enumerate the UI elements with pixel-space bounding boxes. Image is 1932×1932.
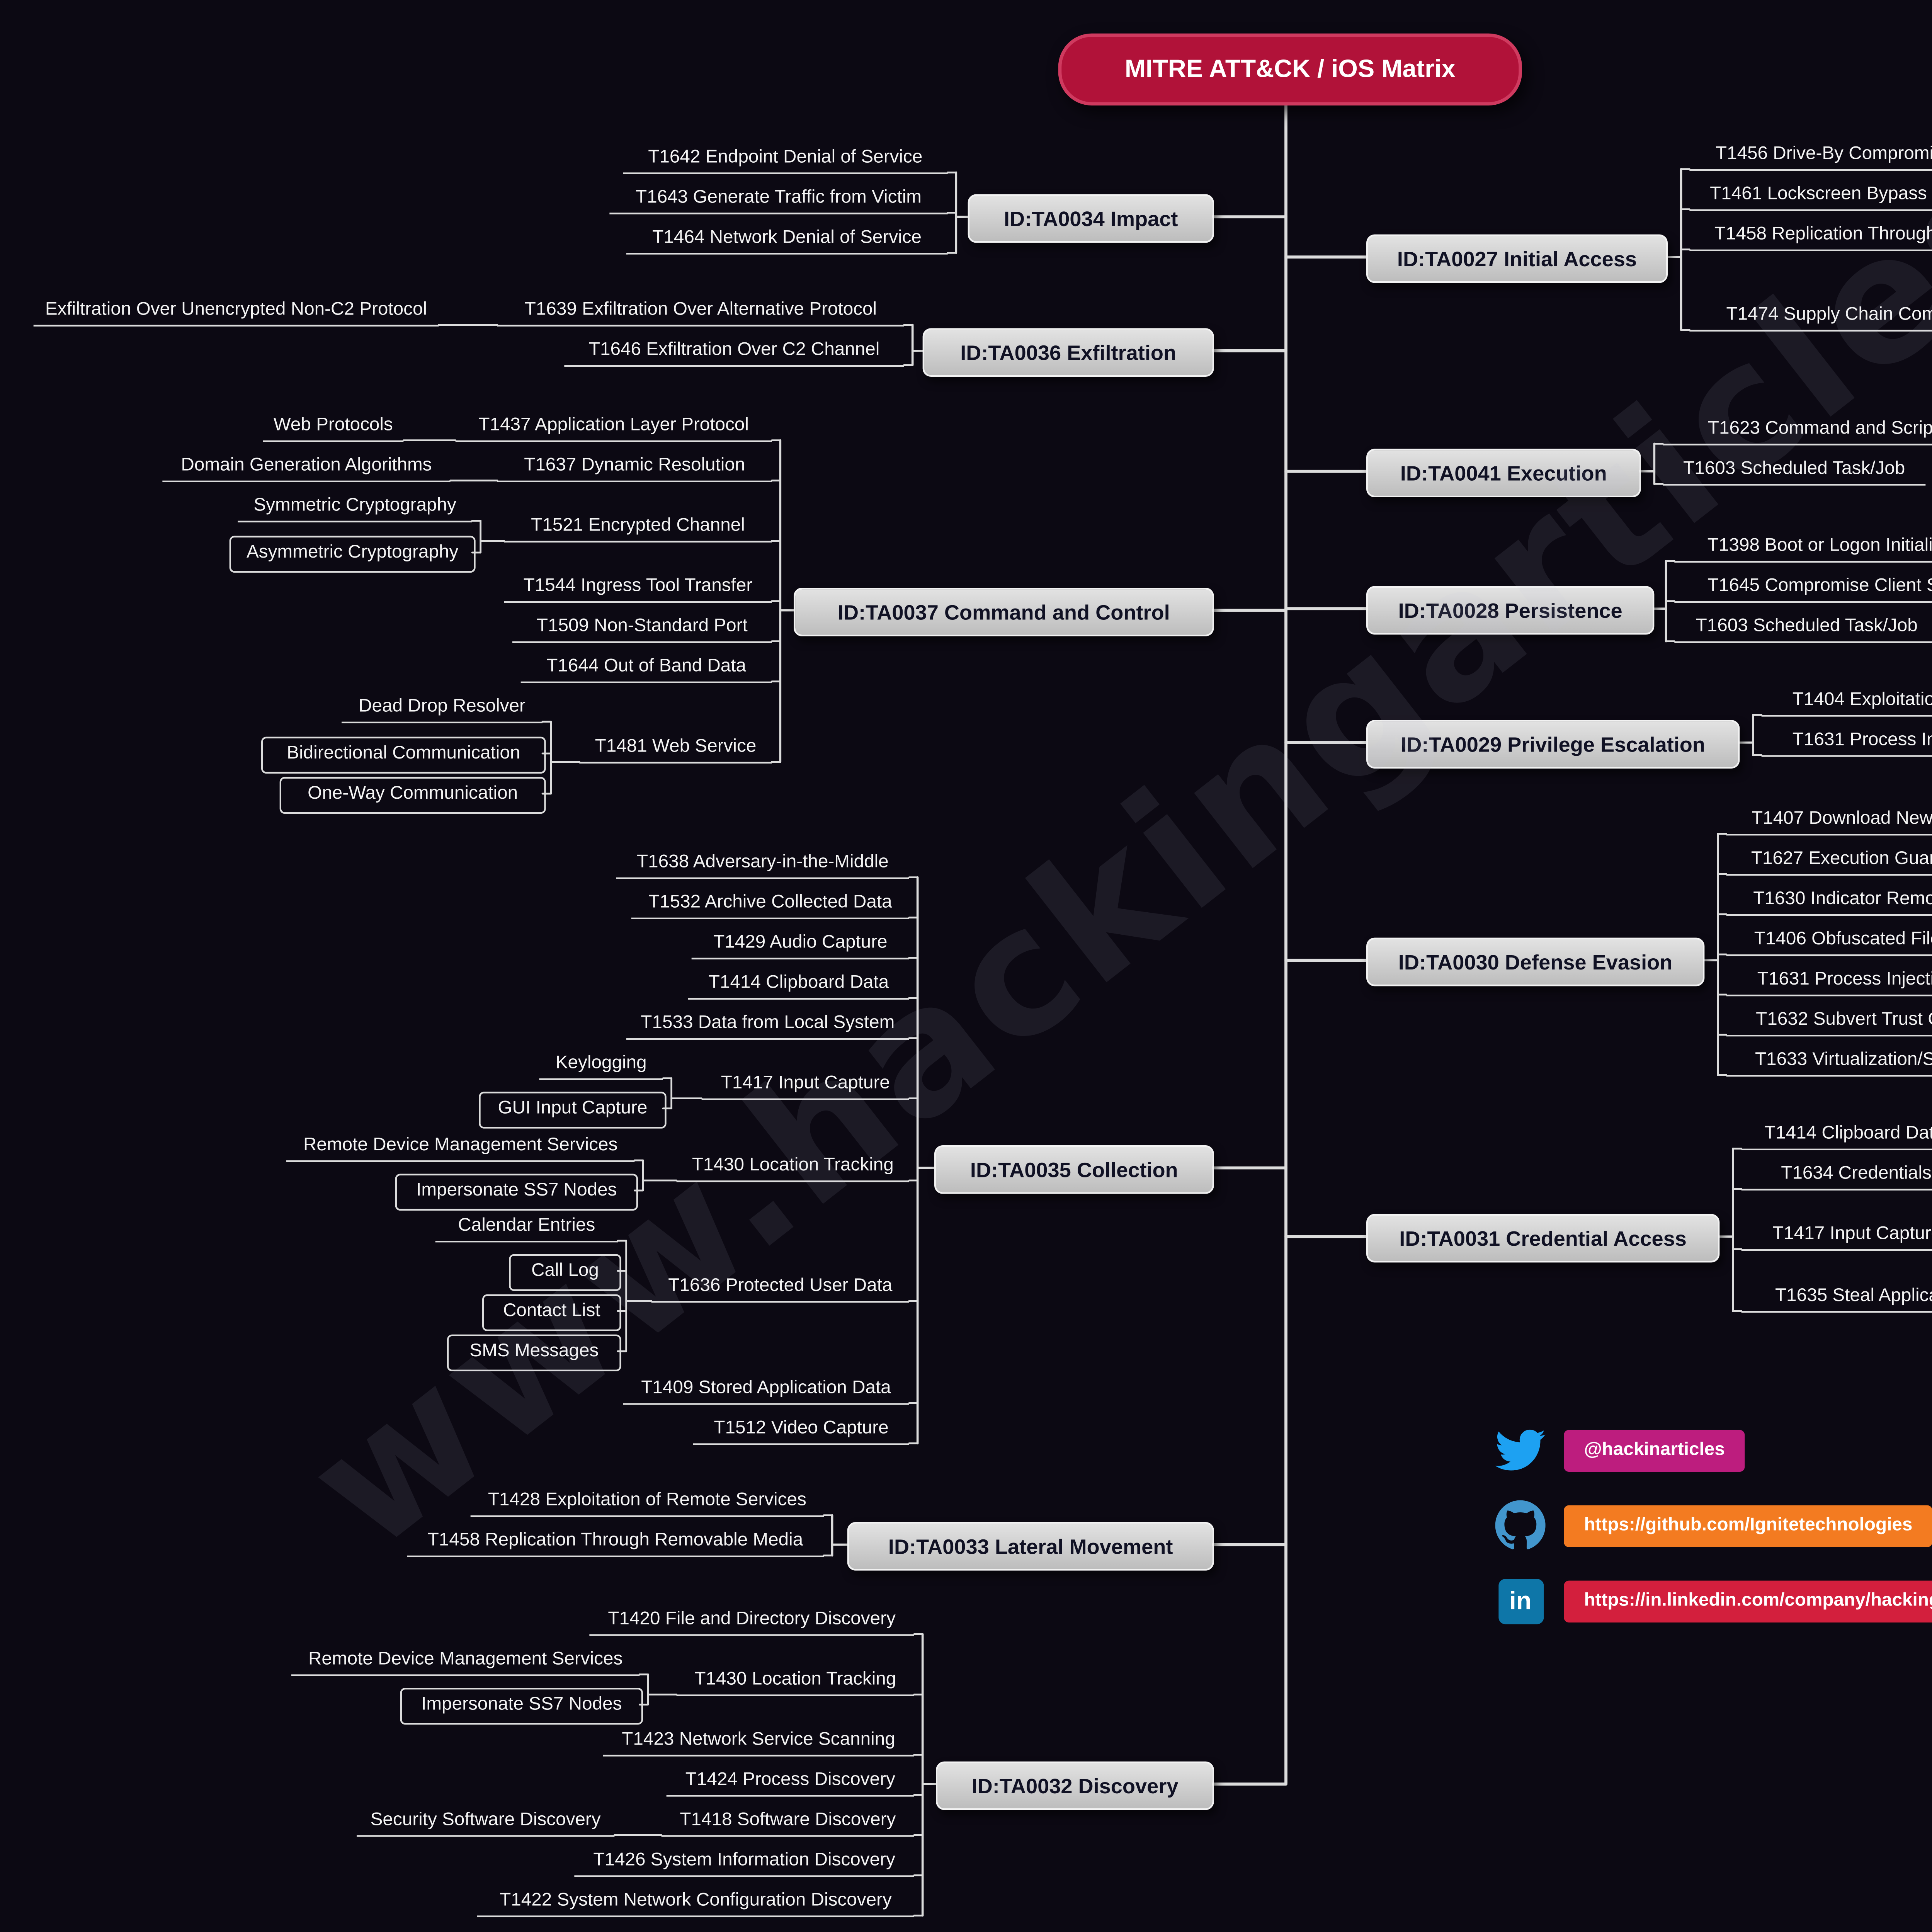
technique-node[interactable]: T1430 Location Tracking <box>676 1152 909 1182</box>
linkedin-icon[interactable]: in <box>1495 1576 1546 1626</box>
github-badge[interactable]: https://github.com/Ignitetechnologies <box>1564 1504 1932 1546</box>
github-row: https://github.com/Ignitetechnologies <box>1495 1500 1932 1551</box>
technique-node[interactable]: T1645 Compromise Client Software Binary <box>1674 573 1932 603</box>
twitter-badge[interactable]: @hackinarticles <box>1564 1429 1745 1471</box>
technique-node[interactable]: T1639 Exfiltration Over Alternative Prot… <box>497 296 904 327</box>
technique-node[interactable]: T1456 Drive-By Compromise <box>1689 141 1932 171</box>
linkedin-badge[interactable]: https://in.linkedin.com/company/hackinga… <box>1564 1580 1932 1622</box>
subtechnique-node[interactable]: Impersonate SS7 Nodes <box>395 1173 638 1211</box>
technique-node[interactable]: T1428 Exploitation of Remote Services <box>470 1487 824 1517</box>
map-title: MITRE ATT&CK / iOS Matrix <box>1124 55 1456 84</box>
technique-node[interactable]: T1544 Ingress Tool Transfer <box>504 573 772 603</box>
subtechnique-node[interactable]: Domain Generation Algorithms <box>162 452 451 482</box>
technique-node[interactable]: T1420 File and Directory Discovery <box>589 1606 914 1636</box>
technique-node[interactable]: T1637 Dynamic Resolution <box>497 452 772 482</box>
technique-node[interactable]: T1406 Obfuscated Files or Information <box>1726 926 1932 956</box>
tactic-node-TA0036[interactable]: ID:TA0036 Exfiltration <box>922 328 1214 377</box>
subtechnique-node[interactable]: Asymmetric Cryptography <box>229 536 476 573</box>
technique-node[interactable]: T1461 Lockscreen Bypass <box>1689 181 1932 211</box>
technique-node[interactable]: T1532 Archive Collected Data <box>631 889 909 919</box>
technique-node[interactable]: T1643 Generate Traffic from Victim <box>609 184 948 214</box>
technique-node[interactable]: T1426 System Information Discovery <box>574 1847 914 1877</box>
technique-node[interactable]: T1423 Network Service Scanning <box>602 1726 914 1757</box>
technique-node[interactable]: T1414 Clipboard Data <box>688 969 909 1000</box>
tactic-node-TA0030[interactable]: ID:TA0030 Defense Evasion <box>1366 937 1705 986</box>
technique-node[interactable]: T1422 System Network Configuration Disco… <box>477 1887 914 1917</box>
technique-node[interactable]: T1474 Supply Chain Compromise <box>1689 301 1932 332</box>
github-icon[interactable] <box>1495 1500 1546 1551</box>
root-node[interactable]: MITRE ATT&CK / iOS Matrix <box>1058 33 1522 105</box>
tactic-node-TA0037[interactable]: ID:TA0037 Command and Control <box>793 587 1214 636</box>
technique-node[interactable]: T1623 Command and Scripting Interpreter <box>1662 415 1932 446</box>
technique-node[interactable]: T1603 Scheduled Task/Job <box>1674 613 1932 643</box>
subtechnique-node[interactable]: Contact List <box>482 1294 621 1331</box>
tactic-node-TA0032[interactable]: ID:TA0032 Discovery <box>936 1761 1214 1810</box>
tactic-node-TA0034[interactable]: ID:TA0034 Impact <box>968 194 1214 243</box>
subtechnique-node[interactable]: Exfiltration Over Unencrypted Non-C2 Pro… <box>33 296 439 327</box>
subtechnique-node[interactable]: Impersonate SS7 Nodes <box>400 1687 643 1725</box>
technique-node[interactable]: T1458 Replication Through Removable Medi… <box>406 1527 824 1557</box>
technique-node[interactable]: T1632 Subvert Trust Controls <box>1726 1006 1932 1037</box>
technique-node[interactable]: T1404 Exploitation for Privilege Escalat… <box>1761 687 1932 717</box>
technique-node[interactable]: T1481 Web Service <box>579 733 772 764</box>
subtechnique-node[interactable]: GUI Input Capture <box>479 1092 667 1129</box>
technique-node[interactable]: T1437 Application Layer Protocol <box>455 412 772 442</box>
technique-node[interactable]: T1417 Input Capture <box>701 1070 909 1100</box>
technique-node[interactable]: T1429 Audio Capture <box>691 929 909 959</box>
subtechnique-node[interactable]: Dead Drop Resolver <box>341 693 543 723</box>
technique-node[interactable]: T1509 Non-Standard Port <box>512 613 772 643</box>
technique-node[interactable]: T1521 Encrypted Channel <box>504 512 772 543</box>
technique-node[interactable]: T1642 Endpoint Denial of Service <box>622 144 948 174</box>
technique-node[interactable]: T1631 Process Injection <box>1761 727 1932 757</box>
technique-node[interactable]: T1627 Execution Guardrails <box>1726 845 1932 876</box>
technique-node[interactable]: T1414 Clipboard Data <box>1741 1120 1932 1150</box>
technique-node[interactable]: T1458 Replication Through Removable Medi… <box>1689 221 1932 251</box>
technique-node[interactable]: T1430 Location Tracking <box>676 1666 914 1696</box>
technique-node[interactable]: T1638 Adversary-in-the-Middle <box>616 849 909 879</box>
technique-node[interactable]: T1417 Input Capture <box>1741 1221 1932 1251</box>
twitter-row: @hackinarticles <box>1495 1425 1745 1475</box>
technique-node[interactable]: T1409 Stored Application Data <box>622 1375 909 1405</box>
technique-node[interactable]: T1533 Data from Local System <box>626 1010 909 1040</box>
linkedin-icon-glyph: in <box>1498 1578 1543 1624</box>
subtechnique-node[interactable]: Calendar Entries <box>435 1212 618 1243</box>
technique-node[interactable]: T1603 Scheduled Task/Job <box>1662 456 1926 486</box>
subtechnique-node[interactable]: SMS Messages <box>447 1334 621 1371</box>
subtechnique-node[interactable]: One-Way Communication <box>279 777 546 814</box>
technique-node[interactable]: T1464 Network Denial of Service <box>626 224 948 255</box>
subtechnique-node[interactable]: Web Protocols <box>263 412 404 442</box>
tactic-node-TA0029[interactable]: ID:TA0029 Privilege Escalation <box>1366 720 1740 769</box>
subtechnique-node[interactable]: Security Software Discovery <box>356 1807 615 1837</box>
technique-node[interactable]: T1418 Software Discovery <box>661 1807 914 1837</box>
technique-node[interactable]: T1634 Credentials from Password Store <box>1741 1160 1932 1190</box>
twitter-icon[interactable] <box>1495 1425 1546 1475</box>
technique-node[interactable]: T1644 Out of Band Data <box>520 653 772 683</box>
linkedin-row: in https://in.linkedin.com/company/hacki… <box>1495 1576 1932 1626</box>
tactic-node-TA0028[interactable]: ID:TA0028 Persistence <box>1366 586 1655 635</box>
technique-node[interactable]: T1633 Virtualization/Sandbox Evasion <box>1726 1046 1932 1077</box>
technique-node[interactable]: T1512 Video Capture <box>693 1415 909 1445</box>
tactic-node-TA0035[interactable]: ID:TA0035 Collection <box>934 1145 1214 1194</box>
technique-node[interactable]: T1646 Exfiltration Over C2 Channel <box>564 337 904 367</box>
technique-node[interactable]: T1398 Boot or Logon Initialization Scrip… <box>1674 532 1932 563</box>
subtechnique-node[interactable]: Remote Device Management Services <box>291 1646 640 1676</box>
technique-node[interactable]: T1630 Indicator Removal on Host <box>1726 886 1932 916</box>
technique-node[interactable]: T1424 Process Discovery <box>666 1767 914 1797</box>
subtechnique-node[interactable]: Bidirectional Communication <box>261 736 546 774</box>
technique-node[interactable]: T1631 Process Injection <box>1726 966 1932 997</box>
subtechnique-node[interactable]: Symmetric Cryptography <box>238 492 472 522</box>
technique-node[interactable]: T1636 Protected User Data <box>651 1272 909 1303</box>
subtechnique-node[interactable]: Call Log <box>509 1254 621 1291</box>
tactic-node-TA0027[interactable]: ID:TA0027 Initial Access <box>1366 234 1668 283</box>
technique-node[interactable]: T1635 Steal Application Access Token <box>1741 1282 1932 1313</box>
technique-node[interactable]: T1407 Download New Code at Runtime <box>1726 805 1932 836</box>
subtechnique-node[interactable]: Remote Device Management Services <box>286 1132 635 1162</box>
tactic-node-TA0031[interactable]: ID:TA0031 Credential Access <box>1366 1214 1720 1263</box>
subtechnique-node[interactable]: Keylogging <box>539 1050 663 1080</box>
tactic-node-TA0033[interactable]: ID:TA0033 Lateral Movement <box>847 1522 1214 1571</box>
tactic-node-TA0041[interactable]: ID:TA0041 Execution <box>1366 449 1641 497</box>
